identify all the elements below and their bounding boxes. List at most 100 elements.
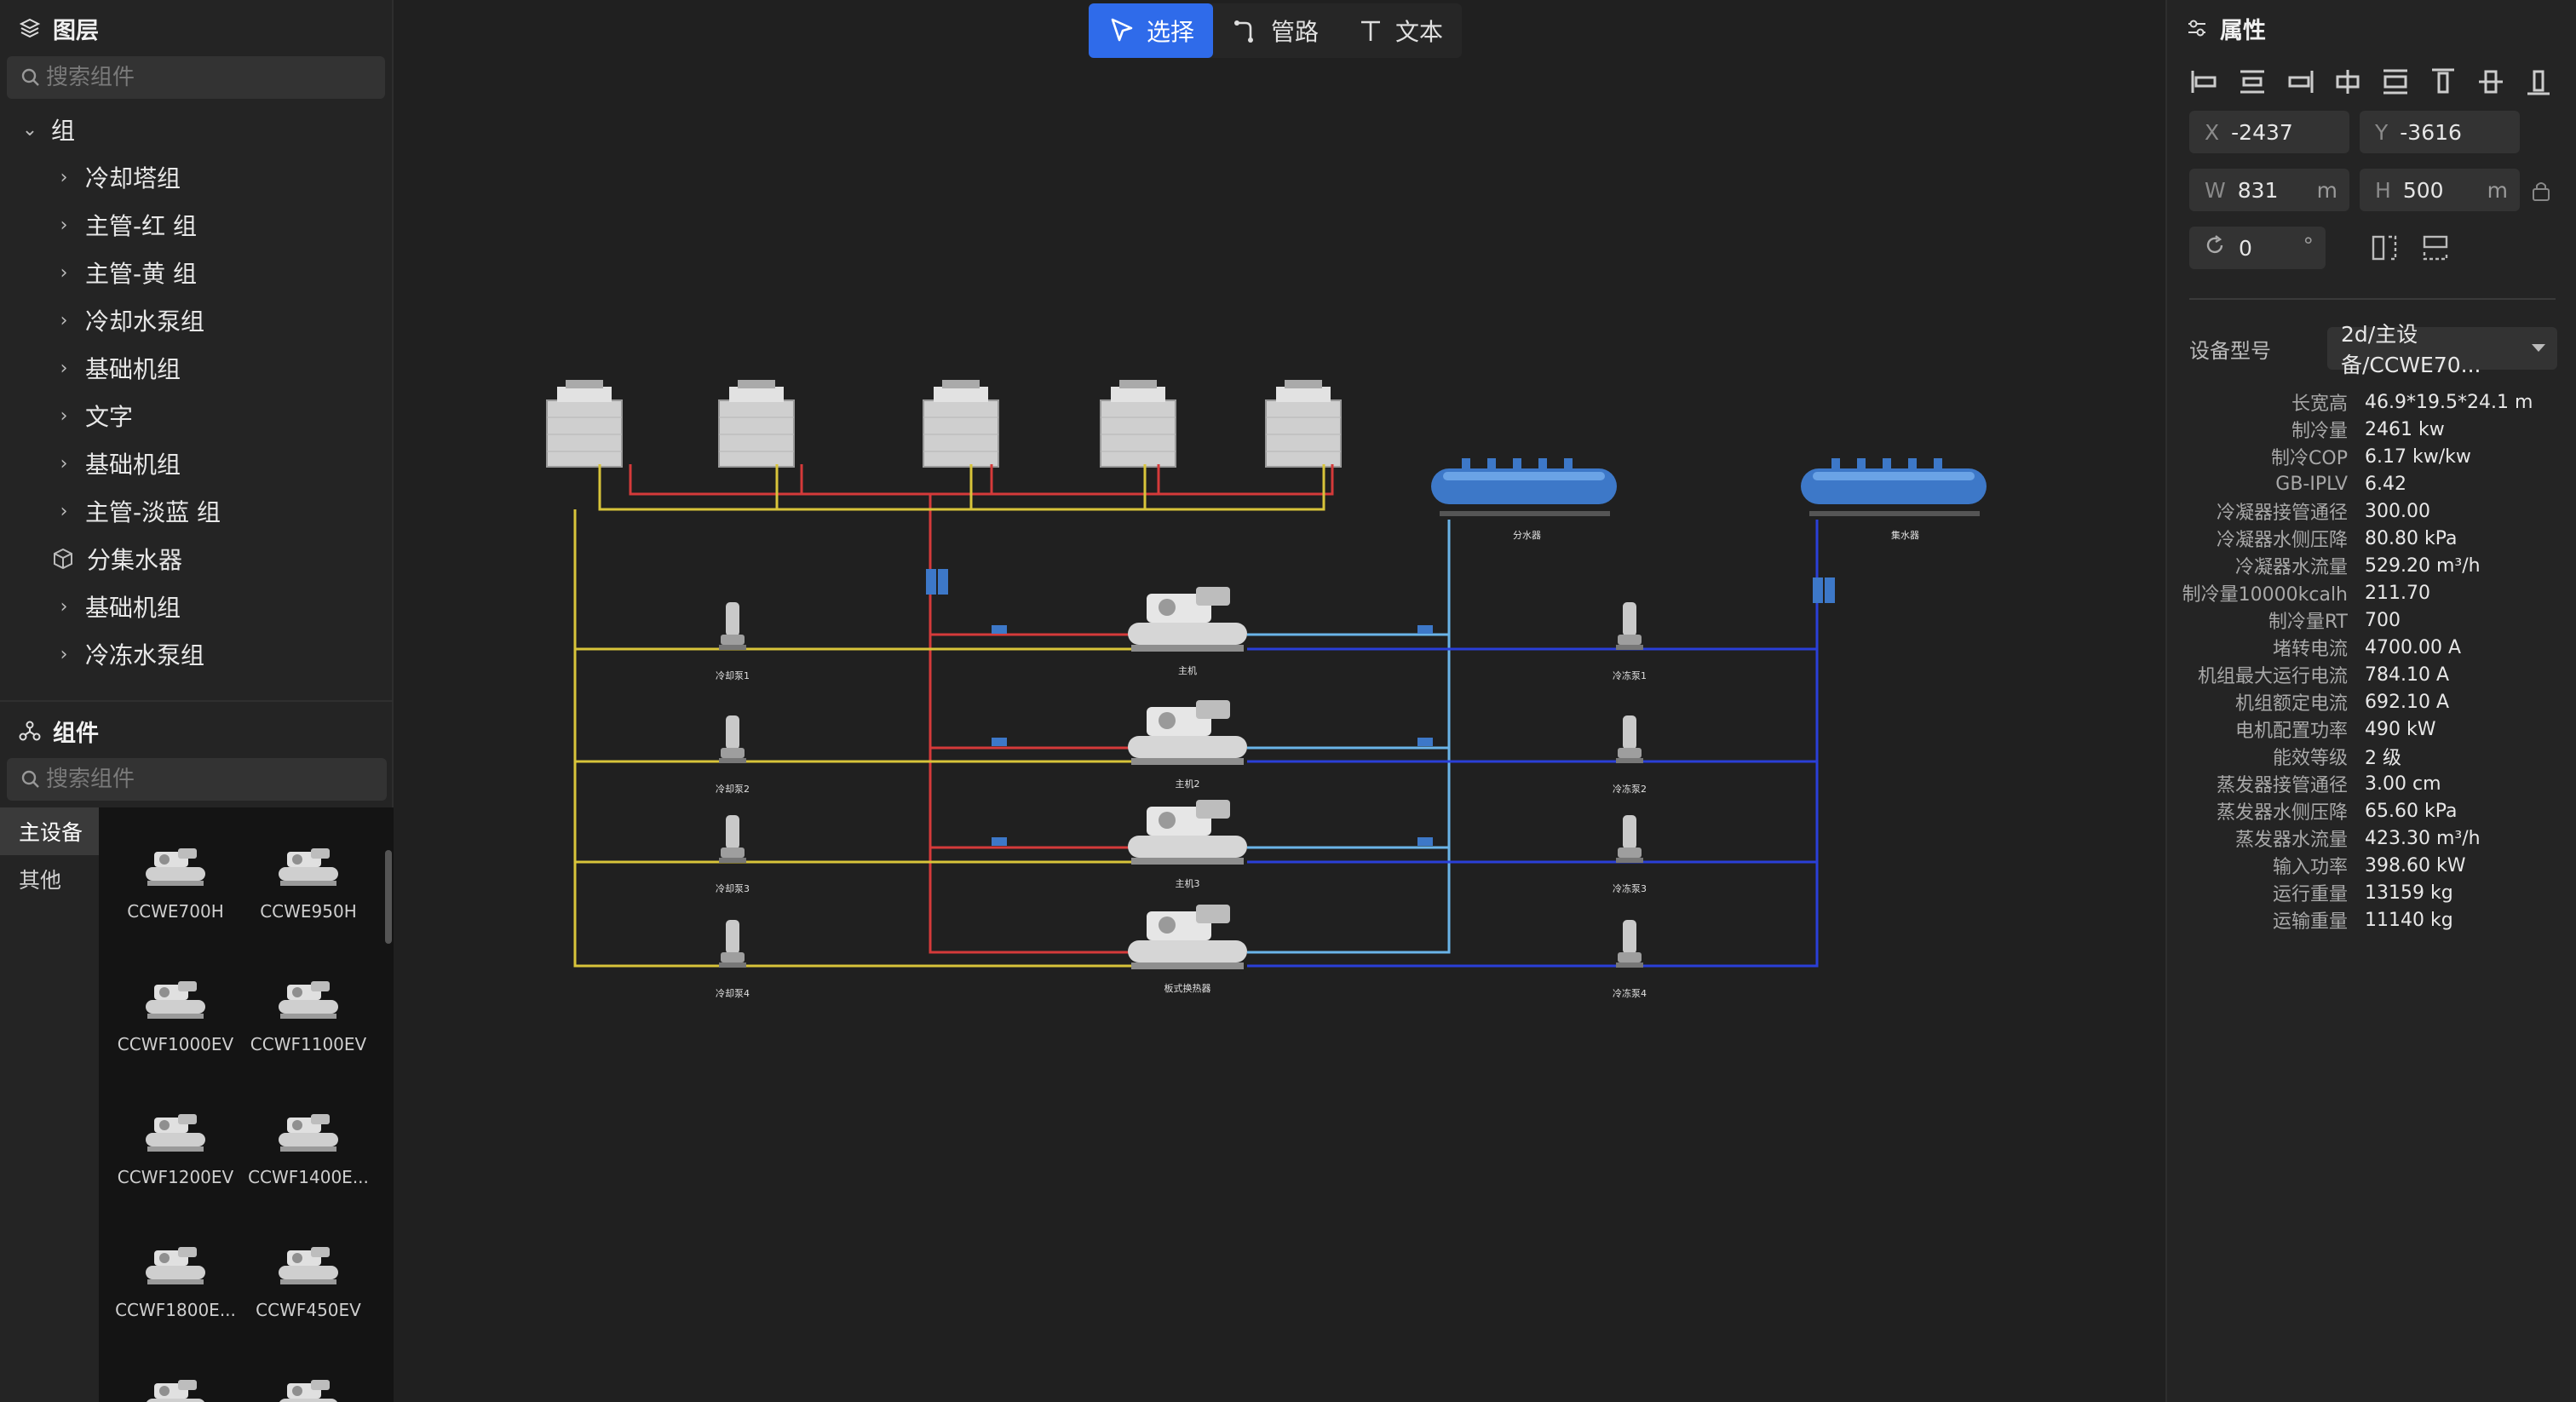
- spec-key: 运输重量: [2272, 911, 2348, 933]
- valve[interactable]: [1813, 577, 1835, 603]
- valve-marker[interactable]: [992, 837, 1007, 846]
- component-item[interactable]: CCWF1200EV: [109, 1107, 242, 1187]
- x-value[interactable]: -2437: [2231, 119, 2293, 145]
- align-right-icon[interactable]: [2285, 66, 2315, 97]
- component-item[interactable]: CCWF1000EV: [109, 974, 242, 1054]
- model-select[interactable]: 2d/主设备/CCWE70...: [2327, 322, 2557, 377]
- return-header[interactable]: 集水器: [1801, 458, 1987, 541]
- flip-vertical-icon[interactable]: [2421, 233, 2450, 266]
- layer-item[interactable]: ›主管-黄 组: [0, 249, 392, 296]
- tool-text[interactable]: 文本: [1337, 3, 1462, 58]
- pump[interactable]: [1616, 715, 1643, 763]
- align-left-icon[interactable]: [2189, 66, 2220, 97]
- pipe-red-top[interactable]: [629, 464, 1334, 954]
- y-field[interactable]: Y -3616: [2360, 111, 2520, 153]
- component-item[interactable]: CCWF450EV: [242, 1240, 375, 1320]
- cooling-tower[interactable]: [1100, 380, 1176, 468]
- components-search[interactable]: [7, 758, 387, 801]
- chevron-right-icon[interactable]: ›: [60, 500, 68, 522]
- pipe-dark-blue[interactable]: [1247, 520, 1819, 968]
- layer-item[interactable]: ›基础机组: [0, 440, 392, 487]
- pump[interactable]: [719, 815, 746, 863]
- rotation-value[interactable]: 0: [2239, 235, 2252, 261]
- w-value[interactable]: 831: [2237, 177, 2279, 203]
- tool-pipe[interactable]: 管路: [1213, 3, 1337, 58]
- component-item[interactable]: [242, 1373, 375, 1402]
- layer-item[interactable]: 分集水器: [0, 535, 392, 583]
- component-item[interactable]: CCWE950H: [242, 842, 375, 922]
- pump[interactable]: [1616, 920, 1643, 968]
- chevron-right-icon[interactable]: ›: [60, 309, 68, 331]
- chiller[interactable]: [1128, 700, 1247, 765]
- x-field[interactable]: X -2437: [2189, 111, 2349, 153]
- align-top-icon[interactable]: [2380, 66, 2411, 97]
- width-field[interactable]: W 831 m: [2189, 169, 2349, 211]
- chiller[interactable]: [1128, 800, 1247, 865]
- valve-marker[interactable]: [992, 738, 1007, 746]
- tool-select[interactable]: 选择: [1089, 3, 1214, 58]
- lock-icon[interactable]: [2530, 179, 2552, 206]
- chevron-right-icon[interactable]: ›: [60, 166, 68, 188]
- component-item[interactable]: CCWF1800E...: [109, 1240, 242, 1320]
- cooling-tower[interactable]: [923, 380, 999, 468]
- component-item[interactable]: CCWE700H: [109, 842, 242, 922]
- layers-search-input[interactable]: [46, 65, 385, 90]
- pump[interactable]: [719, 920, 746, 968]
- valve-marker[interactable]: [992, 625, 1007, 634]
- chiller[interactable]: [1128, 905, 1247, 969]
- layer-item[interactable]: ›文字: [0, 392, 392, 440]
- chevron-right-icon[interactable]: ›: [60, 214, 68, 236]
- pump[interactable]: [719, 715, 746, 763]
- pump[interactable]: [1616, 602, 1643, 650]
- layer-item[interactable]: ›冷却水泵组: [0, 296, 392, 344]
- category-main-equipment[interactable]: 主设备: [0, 807, 99, 855]
- flip-horizontal-icon[interactable]: [2370, 233, 2399, 266]
- pump[interactable]: [1616, 815, 1643, 863]
- cooling-tower[interactable]: [1265, 380, 1342, 468]
- spec-value: 6.17 kw/kw: [2365, 445, 2471, 468]
- h-value[interactable]: 500: [2402, 177, 2444, 203]
- layer-item[interactable]: ›基础机组: [0, 344, 392, 392]
- supply-header[interactable]: 分水器: [1431, 458, 1617, 541]
- layer-item[interactable]: ›主管-红 组: [0, 201, 392, 249]
- valve-marker[interactable]: [1417, 738, 1433, 746]
- y-value[interactable]: -3616: [2400, 119, 2462, 145]
- valve-marker[interactable]: [1417, 837, 1433, 846]
- pipe-yellow[interactable]: [573, 464, 1325, 968]
- height-field[interactable]: H 500 m: [2360, 169, 2520, 211]
- valve[interactable]: [926, 569, 948, 595]
- rotation-field[interactable]: 0 °: [2189, 227, 2326, 269]
- align-vertical-top-icon[interactable]: [2428, 66, 2458, 97]
- cooling-tower[interactable]: [718, 380, 795, 468]
- chevron-right-icon[interactable]: ›: [60, 357, 68, 379]
- chevron-down-icon[interactable]: ⌄: [21, 118, 38, 141]
- component-scrollbar[interactable]: [385, 850, 392, 944]
- layer-item[interactable]: ›基础机组: [0, 583, 392, 630]
- chevron-right-icon[interactable]: ›: [60, 643, 68, 665]
- category-other[interactable]: 其他: [19, 868, 62, 893]
- layer-item[interactable]: ›冷却塔组: [0, 153, 392, 201]
- tree-root-group[interactable]: ⌄ 组: [0, 106, 392, 153]
- pipe-light-blue[interactable]: [1247, 520, 1451, 954]
- valve-marker[interactable]: [1417, 625, 1433, 634]
- pump[interactable]: [719, 602, 746, 650]
- chevron-right-icon[interactable]: ›: [60, 261, 68, 284]
- align-middle-icon[interactable]: [2332, 66, 2363, 97]
- component-item[interactable]: CCWF1400E...: [242, 1107, 375, 1187]
- align-bottom-icon[interactable]: [2523, 66, 2554, 97]
- chevron-right-icon[interactable]: ›: [60, 405, 68, 427]
- align-center-h-icon[interactable]: [2237, 66, 2268, 97]
- chiller[interactable]: [1128, 587, 1247, 652]
- layer-item[interactable]: ›主管-淡蓝 组: [0, 487, 392, 535]
- chevron-right-icon[interactable]: ›: [60, 595, 68, 618]
- components-search-input[interactable]: [46, 767, 387, 792]
- component-item[interactable]: [109, 1373, 242, 1402]
- layer-item[interactable]: ›冷冻水泵组: [0, 630, 392, 678]
- component-item[interactable]: CCWF1100EV: [242, 974, 375, 1054]
- chevron-right-icon[interactable]: ›: [60, 452, 68, 474]
- cooling-tower[interactable]: [546, 380, 623, 468]
- align-vertical-center-icon[interactable]: [2475, 66, 2506, 97]
- layers-search[interactable]: [7, 56, 385, 99]
